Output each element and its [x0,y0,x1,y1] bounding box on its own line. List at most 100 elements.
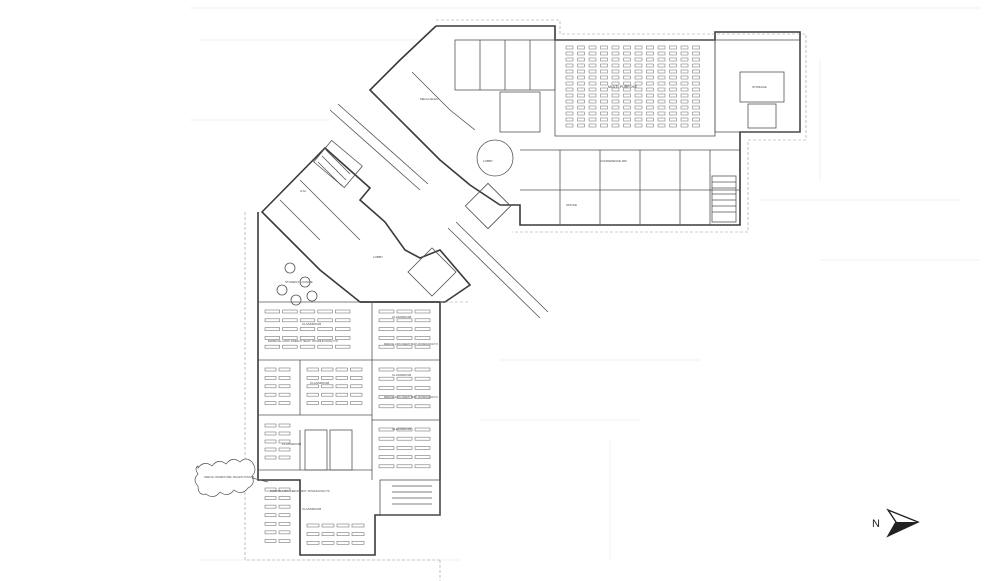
seat [623,117,631,122]
east-stair [711,175,737,223]
desk [264,504,277,509]
seat [623,93,631,98]
seat [669,57,677,62]
label-classroom-3: CLASSROOM [310,381,330,385]
seat [623,45,631,50]
seat [692,123,700,128]
seat [600,57,608,62]
seat [577,123,585,128]
seat [680,75,689,80]
seat [577,81,585,86]
desk [264,439,277,444]
seat [692,81,700,86]
seat [634,51,643,56]
seat [623,63,631,68]
seat [611,93,620,98]
desk [396,455,413,459]
desk [335,392,348,397]
seat [669,117,677,122]
seat [657,123,666,128]
desk [264,367,277,372]
label-conference: CONFERENCE RM. [600,159,628,163]
desk [264,401,277,405]
seat [565,81,574,86]
seat [692,51,700,56]
desk [396,344,413,349]
desk [335,367,348,372]
desk [321,392,334,397]
classroom-desks [264,309,431,545]
desk [396,446,413,450]
desk [264,496,277,500]
east-wing [368,19,807,233]
desk [278,521,291,526]
desk [264,455,277,460]
desk [282,336,298,340]
desk [378,436,395,441]
seat [588,69,597,74]
seat [565,51,574,56]
desk [321,401,334,405]
desk [264,431,277,436]
desk [396,367,413,372]
desk [306,523,320,528]
seat [692,93,700,98]
desk [299,309,316,314]
seat [577,51,585,56]
label-office: OFFICE [566,203,577,207]
seat [588,99,597,104]
desk [278,401,291,405]
screen-wall-note-text: SCREEN CMU - PROVIDED BY OWNER - INSTALL… [204,475,254,479]
seat [611,105,620,110]
seat [634,99,643,104]
seat [623,75,631,80]
seat [646,111,654,116]
desk [335,318,351,323]
label-classroom-1: CLASSROOM [302,322,322,326]
seat [611,99,620,104]
seat [565,75,574,80]
seat [565,87,574,92]
seat [600,105,608,110]
desk [336,541,350,545]
seat [657,57,666,62]
seat [623,105,631,110]
label-multi-purpose: MULTI-PURPOSE [608,85,638,89]
seat [680,105,689,110]
seat [611,45,620,50]
seat [600,99,608,104]
desk [378,318,395,323]
desk [350,384,363,389]
seat [565,105,574,110]
label-classroom-4: CLASSROOM [392,373,412,377]
label-classroom-5: CLASSROOM [392,427,412,431]
desk [335,401,348,405]
desk [306,376,319,380]
desk [378,367,395,372]
seat [634,87,643,92]
seat [588,57,597,62]
seat [657,63,666,68]
desk [396,427,413,432]
seat [565,99,574,104]
desk [321,384,334,389]
desk [396,327,413,331]
desk [350,367,363,372]
seat [577,111,585,116]
seat [669,75,677,80]
label-gm: G.M. [300,189,307,193]
desk [351,532,365,536]
desk [278,530,291,535]
seat [623,99,631,104]
desk [335,384,348,389]
seat [646,87,654,92]
seat [646,57,654,62]
seat [669,99,677,104]
seat [669,81,677,86]
seat [577,99,585,104]
desk [317,336,333,340]
seat [611,81,620,86]
desk [317,344,333,349]
seat [646,93,654,98]
seat [600,63,608,68]
